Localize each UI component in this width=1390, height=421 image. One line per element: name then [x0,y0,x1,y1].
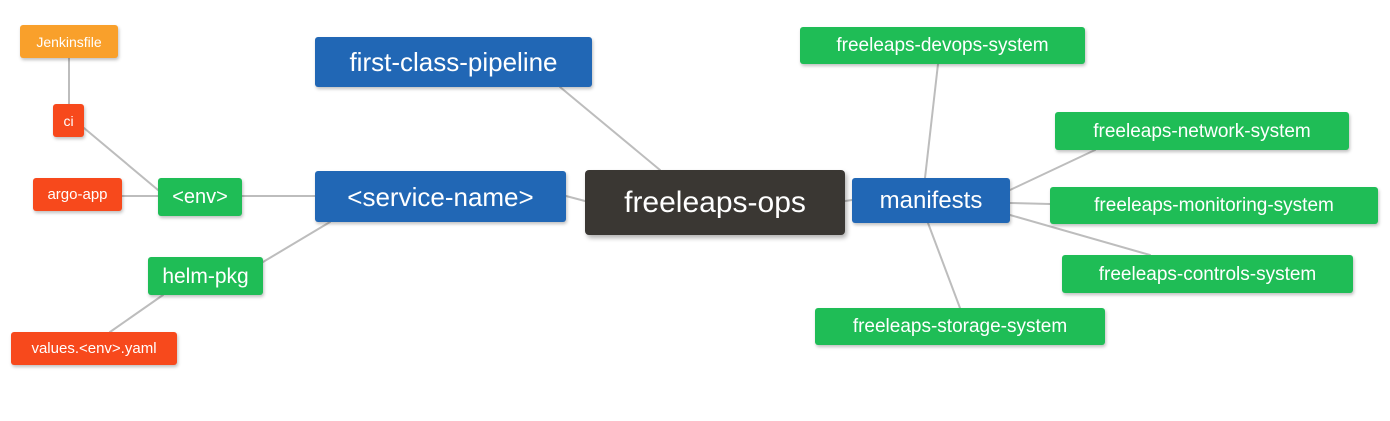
node-label: helm-pkg [162,264,249,288]
node-manifests[interactable]: manifests [852,178,1010,223]
node-monitoring[interactable]: freeleaps-monitoring-system [1050,187,1378,224]
node-controls[interactable]: freeleaps-controls-system [1062,255,1353,293]
node-label: ci [63,112,74,129]
node-root[interactable]: freeleaps-ops [585,170,845,235]
node-label: values.<env>.yaml [31,340,157,357]
edge-pipeline-to-root [559,86,661,171]
node-ci[interactable]: ci [53,104,84,137]
node-jenkins[interactable]: Jenkinsfile [20,25,118,58]
node-helm[interactable]: helm-pkg [148,257,263,295]
node-label: freeleaps-controls-system [1098,263,1317,285]
node-network[interactable]: freeleaps-network-system [1055,112,1349,150]
node-label: first-class-pipeline [349,47,558,77]
edge-manifests-to-network [1009,149,1096,191]
node-label: Jenkinsfile [36,33,102,50]
node-label: manifests [879,186,983,214]
node-label: freeleaps-storage-system [852,316,1068,337]
node-pipeline[interactable]: first-class-pipeline [315,37,592,87]
edge-manifests-to-monitoring [1009,202,1051,205]
node-env[interactable]: <env> [158,178,242,216]
edge-service-to-helm [262,221,331,263]
edge-helm-to-values [109,294,164,333]
node-storage[interactable]: freeleaps-storage-system [815,308,1105,345]
node-label: <service-name> [347,181,534,212]
node-label: freeleaps-ops [624,185,806,219]
node-devops[interactable]: freeleaps-devops-system [800,27,1085,64]
node-argo[interactable]: argo-app [33,178,122,211]
node-label: freeleaps-monitoring-system [1094,195,1334,216]
node-label: argo-app [47,186,108,203]
node-label: freeleaps-network-system [1093,120,1311,142]
edge-manifests-to-storage [927,222,961,309]
node-label: freeleaps-devops-system [836,35,1049,56]
node-values[interactable]: values.<env>.yaml [11,332,177,365]
edge-root-to-manifests [844,199,853,202]
node-service[interactable]: <service-name> [315,171,566,222]
node-label: <env> [172,186,228,208]
edge-manifests-to-devops [924,63,939,179]
edge-service-to-root [565,195,586,202]
